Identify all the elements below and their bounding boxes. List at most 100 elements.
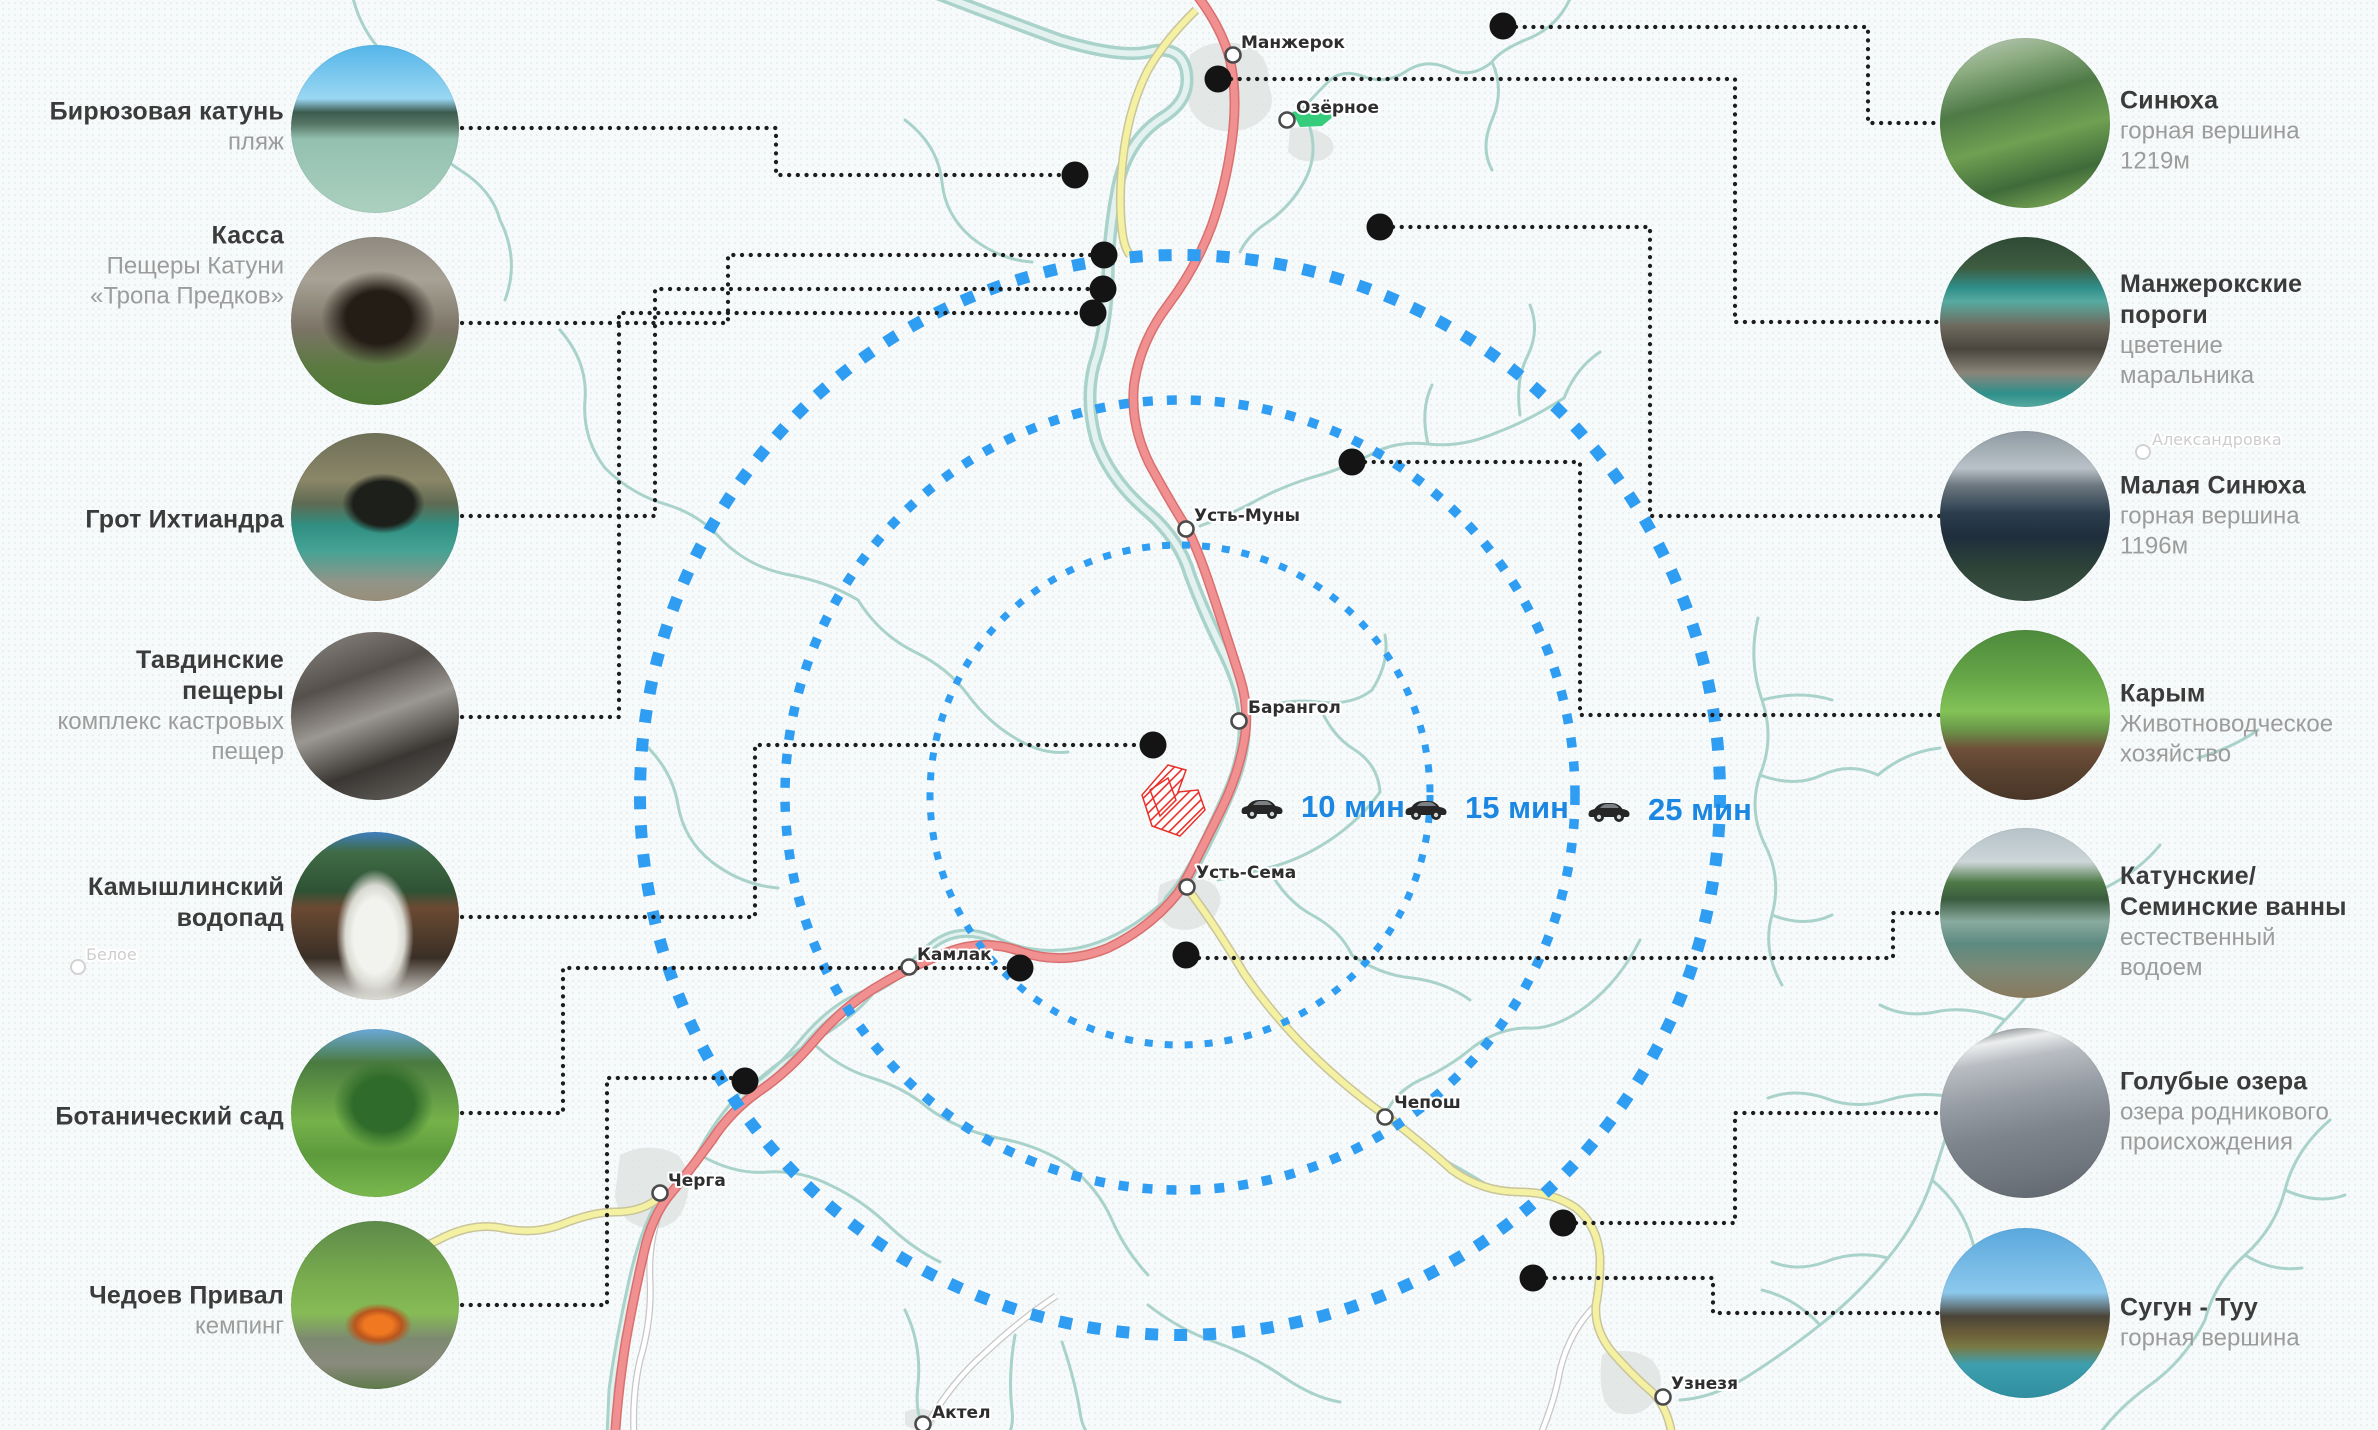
plot-hatched-area: [1149, 776, 1177, 818]
poi-dot-botanic-garden[interactable]: [1006, 954, 1034, 982]
poi-dot-sugun-tuu[interactable]: [1519, 1264, 1547, 1292]
poi-connector-lines: [459, 24, 1944, 1316]
poi-dot-chedoev[interactable]: [731, 1067, 759, 1095]
item-subtitle-line: водоем: [2120, 954, 2203, 981]
beach-photo[interactable]: [291, 45, 459, 213]
item-title-line: Малая Синюха: [2120, 471, 2306, 500]
item-title-line: Тавдинские: [136, 646, 284, 674]
green-peaks-photo[interactable]: [1940, 38, 2110, 208]
town-marker-Черга: [651, 1184, 669, 1202]
connector-grotto: [459, 286, 1094, 519]
item-title-line: Сугун - Туу: [2120, 1293, 2258, 1322]
tributary-stream: [1484, 60, 1500, 172]
tributary-stream: [856, 598, 1070, 754]
travel-ring-25-мин: [634, 249, 1726, 1341]
poi-dot-beach[interactable]: [1061, 161, 1089, 189]
time-label-1: 10 мин: [1239, 789, 1405, 825]
lake-peak-photo[interactable]: [1940, 1228, 2110, 1398]
item-subtitle-line: горная вершина: [2120, 1324, 2300, 1352]
town-marker-Озёрное: [1278, 111, 1296, 129]
poi-dot-malaya-sinyukha[interactable]: [1366, 213, 1394, 241]
poi-dot-golubye-ozera[interactable]: [1549, 1209, 1577, 1237]
connector-kamyshlinsky: [459, 742, 1144, 920]
connector-sugun-tuu: [1543, 1275, 1944, 1316]
item-title-line: пещеры: [182, 677, 284, 705]
travel-ring-15-мин: [780, 395, 1580, 1195]
tributary-stream: [810, 1040, 930, 1110]
town-marker-Узнезя: [1654, 1388, 1672, 1406]
tributary-stream: [1752, 616, 1784, 987]
dark-peak-photo[interactable]: [1940, 431, 2110, 601]
poi-dot-tavdinskie[interactable]: [1079, 299, 1107, 327]
time-label-2: 15 мин: [1403, 790, 1569, 826]
poi-dot-katun-baths[interactable]: [1172, 941, 1200, 969]
town-label-Барангол: Барангол: [1248, 698, 1341, 718]
lake-shape: [1292, 108, 1334, 127]
tributary-stream: [1060, 1340, 1088, 1430]
icy-lake-photo[interactable]: [1940, 1028, 2110, 1198]
town-label-Усть-Муны: Усть-Муны: [1194, 506, 1300, 526]
poi-dot-grotto[interactable]: [1089, 275, 1117, 303]
poi-dot-kamyshlinsky[interactable]: [1139, 731, 1167, 759]
grotto-photo[interactable]: [291, 433, 459, 601]
left-item-text: Ботанический сад: [20, 1102, 284, 1133]
rapids-photo[interactable]: [1940, 237, 2110, 407]
left-item-text: Грот Ихтиандра: [20, 505, 284, 536]
item-subtitle-line: комплекс кастровых: [57, 708, 284, 735]
connector-karym: [1362, 459, 1944, 718]
item-title-line: Чедоев Привал: [89, 1281, 284, 1310]
town-marker-Актел: [914, 1415, 932, 1430]
item-title-line: Камышлинский: [87, 873, 284, 901]
poi-dot-kassa[interactable]: [1090, 241, 1118, 269]
cave-interior-photo[interactable]: [291, 632, 459, 800]
connector-golubye-ozera: [1573, 1110, 1944, 1226]
connector-katun-baths: [1196, 910, 1944, 961]
cave-entrance-photo[interactable]: [291, 237, 459, 405]
tributary-stream: [720, 538, 860, 602]
item-title-line: Семинские ванны: [2120, 893, 2347, 921]
town-marker-Манжерок: [1224, 46, 1242, 64]
tributary-stream: [1678, 938, 2064, 1402]
poi-dot-manzherok-rapids[interactable]: [1204, 65, 1232, 93]
town-label-Узнезя: Узнезя: [1671, 1374, 1738, 1394]
cattle-photo[interactable]: [1940, 630, 2110, 800]
town-label-Александровка: Александровка: [2152, 430, 2282, 449]
tributary-stream: [1216, 790, 1382, 882]
tributary-stream: [1423, 383, 1434, 446]
connector-beach: [459, 125, 1066, 178]
chuysky-highway: [611, 0, 1250, 1430]
secondary-road: [1187, 890, 1674, 1430]
item-subtitle-line: «Тропа Предков»: [89, 282, 284, 310]
tributary-stream: [638, 738, 714, 864]
secondary-road-casing: [1115, 6, 1200, 258]
town-label-Манжерок: Манжерок: [1241, 33, 1345, 53]
poi-dot-sinyukha[interactable]: [1489, 12, 1517, 40]
town-marker-Чепош: [1376, 1108, 1394, 1126]
time-label-text: 25 мин: [1648, 792, 1752, 827]
campfire-photo[interactable]: [291, 1221, 459, 1389]
town-label-Чепош: Чепош: [1394, 1093, 1461, 1113]
garden-photo[interactable]: [291, 1029, 459, 1197]
item-subtitle-line: пляж: [227, 128, 284, 156]
highlighted-plot-area: [1141, 764, 1206, 837]
waterfall-photo[interactable]: [291, 832, 459, 1000]
travel-ring-10-мин: [926, 541, 1434, 1049]
river-pools-photo[interactable]: [1940, 828, 2110, 998]
town-marker-Камлак: [900, 958, 918, 976]
tributary-stream: [1066, 1163, 1150, 1277]
item-subtitle-line: хозяйство: [2120, 740, 2232, 768]
time-label-text: 15 мин: [1465, 790, 1569, 825]
travel-time-rings: [634, 249, 1726, 1341]
tributary-stream: [1562, 350, 1602, 400]
connector-sinyukha: [1513, 24, 1944, 126]
tributary-stream: [903, 118, 1034, 264]
poi-dot-karym[interactable]: [1338, 448, 1366, 476]
item-subtitle-line: маральника: [2120, 362, 2255, 389]
